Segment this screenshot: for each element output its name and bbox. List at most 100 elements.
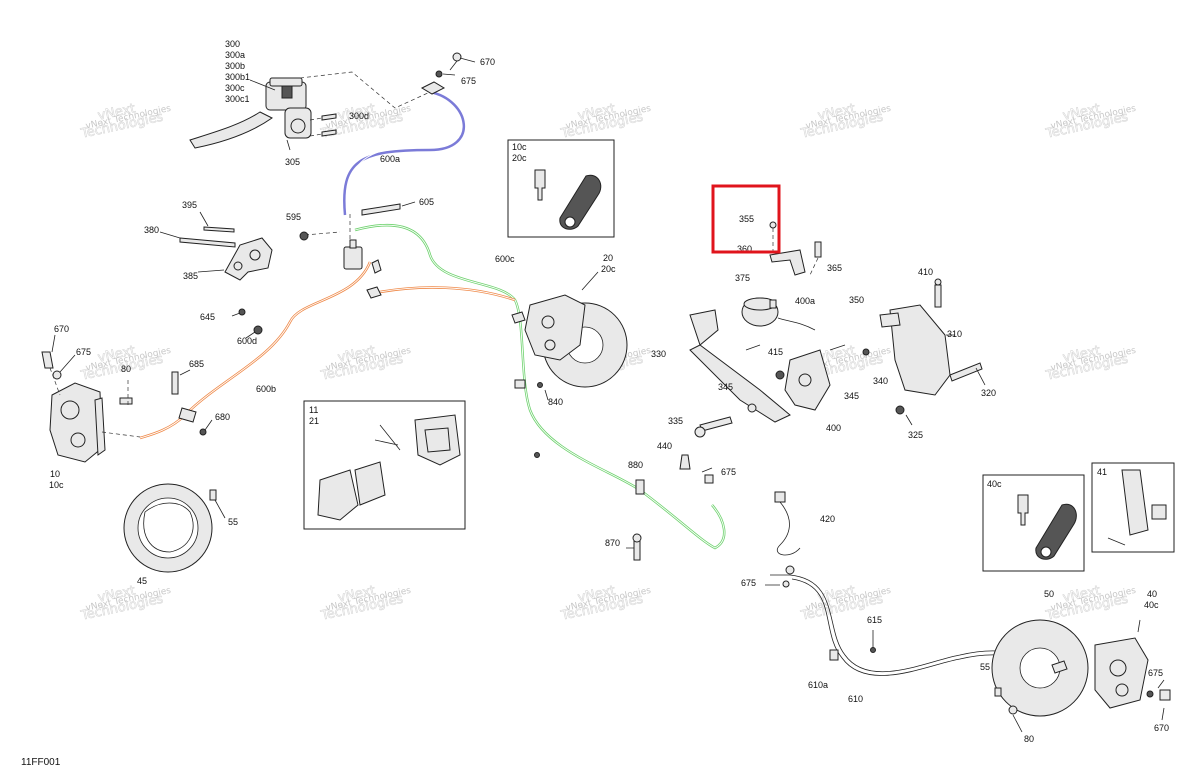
label-355: 355 bbox=[739, 214, 754, 224]
hose-600a-inner bbox=[347, 94, 461, 216]
label-55: 55 bbox=[980, 662, 990, 672]
label-605: 605 bbox=[419, 197, 434, 207]
inset-bleeder-kit-front bbox=[507, 139, 615, 238]
inset-pads-rear bbox=[1091, 462, 1175, 553]
label-365: 365 bbox=[827, 263, 842, 273]
label-600c: 600c bbox=[495, 254, 515, 264]
front-left-caliper bbox=[41, 308, 263, 463]
label-610a: 610a bbox=[808, 680, 828, 690]
label-680: 680 bbox=[215, 412, 230, 422]
hoses bbox=[139, 90, 1041, 676]
label-10: 10 bbox=[50, 469, 60, 479]
junction-block bbox=[299, 201, 416, 299]
label-600a: 600a bbox=[380, 154, 400, 164]
label-675: 675 bbox=[1148, 668, 1163, 678]
label-600d: 600d bbox=[237, 336, 257, 346]
label-440: 440 bbox=[657, 441, 672, 451]
label-20c: 20c bbox=[601, 264, 616, 274]
label-325: 325 bbox=[908, 430, 923, 440]
label-675: 675 bbox=[741, 578, 756, 588]
hose-600a bbox=[343, 90, 465, 216]
label-345: 345 bbox=[718, 382, 733, 392]
inset-rear-bleeder-label: 40c bbox=[987, 479, 1002, 489]
label-675: 675 bbox=[721, 467, 736, 477]
label-40: 40 bbox=[1147, 589, 1157, 599]
hose-600b-inner bbox=[139, 261, 516, 439]
inset-rear-pads-label: 41 bbox=[1097, 467, 1107, 477]
highlight-box bbox=[711, 184, 781, 254]
rear-line-hardware bbox=[765, 491, 876, 661]
label-300c: 300c bbox=[225, 83, 245, 93]
label-40c: 40c bbox=[1144, 600, 1159, 610]
label-380: 380 bbox=[144, 225, 159, 235]
label-350: 350 bbox=[849, 295, 864, 305]
label-20: 20 bbox=[603, 253, 613, 263]
label-80: 80 bbox=[121, 364, 131, 374]
inset-front-pads-label-1: 11 bbox=[309, 405, 318, 415]
label-600b: 600b bbox=[256, 384, 276, 394]
label-80: 80 bbox=[1024, 734, 1034, 744]
top-banjo-fitting bbox=[420, 52, 476, 95]
label-55: 55 bbox=[228, 517, 238, 527]
front-rotor bbox=[123, 483, 226, 573]
front-master-cylinder bbox=[189, 71, 431, 151]
inset-pads-front bbox=[303, 400, 466, 530]
inset-front-pads-label-2: 21 bbox=[309, 416, 319, 426]
label-645: 645 bbox=[200, 312, 215, 322]
label-395: 395 bbox=[182, 200, 197, 210]
label-400: 400 bbox=[826, 423, 841, 433]
inset-front-bleeder-label-2: 20c bbox=[512, 153, 527, 163]
label-45: 45 bbox=[137, 576, 147, 586]
mid-hardware bbox=[626, 454, 714, 561]
inset-bleeder-kit-rear bbox=[982, 474, 1085, 572]
hose-600c-inner bbox=[354, 224, 725, 549]
bracket-385 bbox=[159, 211, 273, 281]
label-10c: 10c bbox=[49, 480, 64, 490]
rear-master-cylinder bbox=[689, 221, 870, 438]
label-880: 880 bbox=[628, 460, 643, 470]
label-300b1: 300b1 bbox=[225, 72, 250, 82]
label-305: 305 bbox=[285, 157, 300, 167]
label-415: 415 bbox=[768, 347, 783, 357]
rear-caliper-and-rotor bbox=[991, 619, 1171, 733]
label-615: 615 bbox=[867, 615, 882, 625]
label-410: 410 bbox=[918, 267, 933, 277]
label-685: 685 bbox=[189, 359, 204, 369]
inset-front-bleeder-label-1: 10c bbox=[512, 142, 527, 152]
label-675: 675 bbox=[76, 347, 91, 357]
label-320: 320 bbox=[981, 388, 996, 398]
label-300d: 300d bbox=[349, 111, 369, 121]
label-420: 420 bbox=[820, 514, 835, 524]
label-840: 840 bbox=[548, 397, 563, 407]
label-595: 595 bbox=[286, 212, 301, 222]
label-675: 675 bbox=[461, 76, 476, 86]
label-610: 610 bbox=[848, 694, 863, 704]
label-870: 870 bbox=[605, 538, 620, 548]
label-50: 50 bbox=[1044, 589, 1054, 599]
label-360: 360 bbox=[737, 244, 752, 254]
label-300: 300 bbox=[225, 39, 240, 49]
part-labels: 300 300a 300b 300b1 300c 300c1 305 300d … bbox=[21, 39, 1169, 768]
label-670: 670 bbox=[480, 57, 495, 67]
label-670: 670 bbox=[1154, 723, 1169, 733]
drawing-id: 11FF001 bbox=[21, 757, 61, 768]
label-670: 670 bbox=[54, 324, 69, 334]
label-335: 335 bbox=[668, 416, 683, 426]
label-340: 340 bbox=[873, 376, 888, 386]
label-300b: 300b bbox=[225, 61, 245, 71]
bracket-310 bbox=[879, 278, 986, 426]
label-400a: 400a bbox=[795, 296, 815, 306]
label-330: 330 bbox=[651, 349, 666, 359]
label-310: 310 bbox=[947, 329, 962, 339]
label-300c1: 300c1 bbox=[225, 94, 250, 104]
